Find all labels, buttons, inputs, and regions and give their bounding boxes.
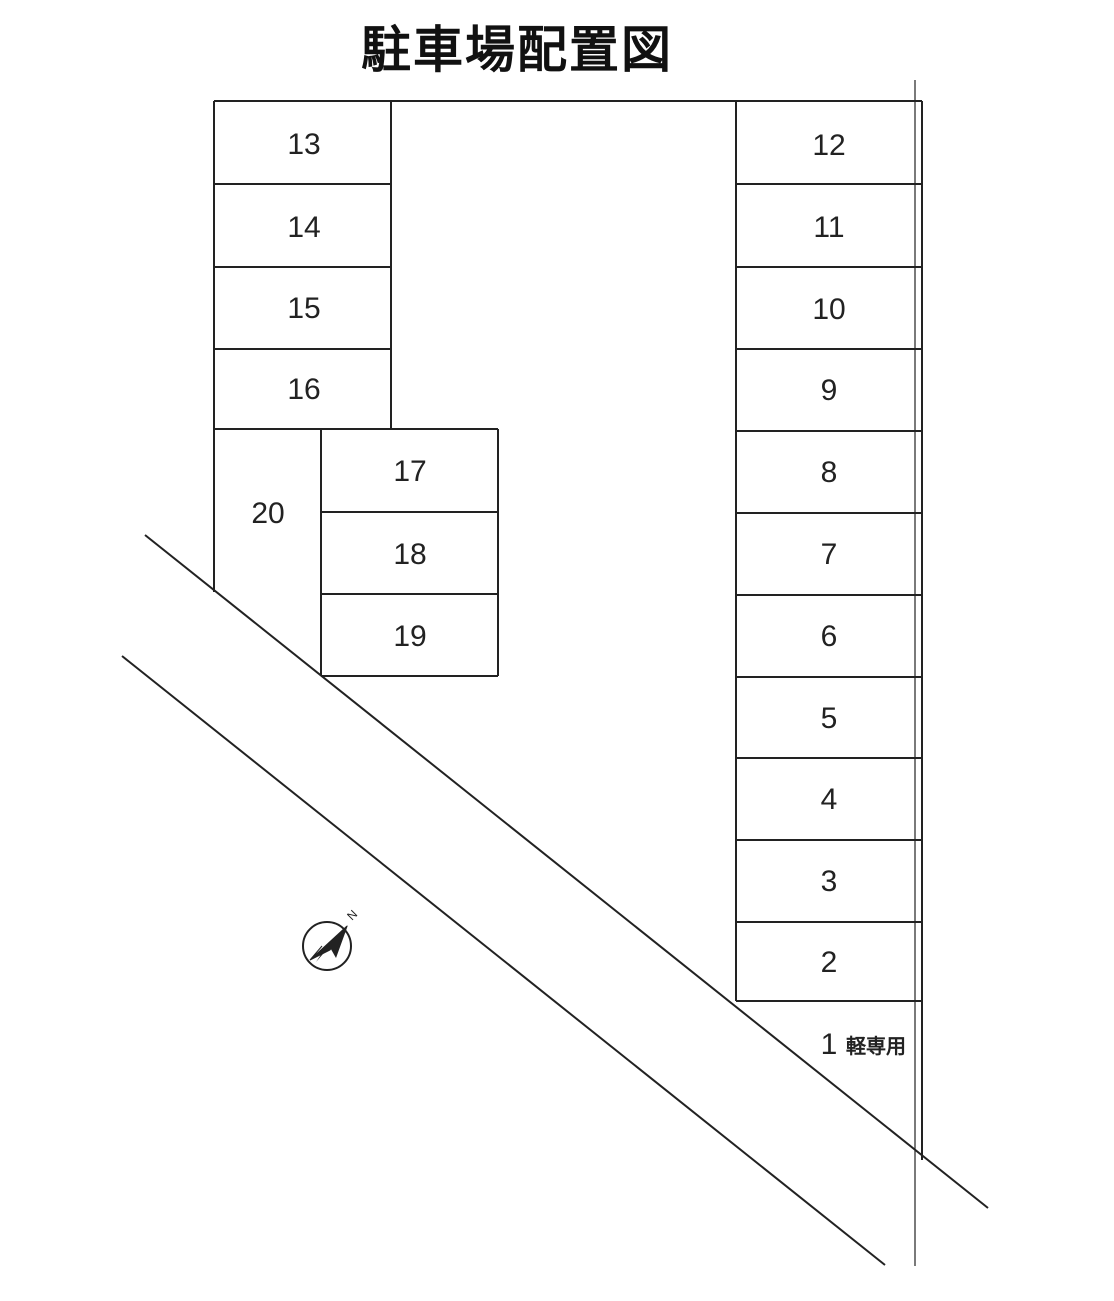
space-label-3: 3: [821, 865, 838, 898]
space-label-9: 9: [821, 374, 838, 407]
space-label-19: 19: [393, 620, 426, 653]
space-label-4: 4: [821, 783, 838, 816]
north-label: N: [344, 907, 360, 923]
space-labels: 13 14 15 16 20 17 18 19 12 11 10 9 8 7 6…: [251, 128, 906, 1061]
page-title: 駐車場配置図: [361, 21, 673, 79]
space-label-16: 16: [287, 373, 320, 406]
space-label-7: 7: [821, 538, 838, 571]
space-label-18: 18: [393, 538, 426, 571]
north-arrow-icon: N: [302, 907, 360, 971]
space-label-2: 2: [821, 946, 838, 979]
space-1-note: 軽専用: [846, 1034, 906, 1058]
space-label-6: 6: [821, 620, 838, 653]
space-label-17: 17: [393, 455, 426, 488]
road-edge-lower: [121, 655, 886, 1266]
space-label-14: 14: [287, 211, 320, 244]
road-edge-upper: [144, 534, 989, 1209]
space-label-13: 13: [287, 128, 320, 161]
space-label-5: 5: [821, 702, 838, 735]
space-label-10: 10: [812, 293, 845, 326]
space-label-12: 12: [812, 129, 845, 162]
space-label-1: 1: [821, 1028, 838, 1061]
space-label-11: 11: [813, 211, 844, 244]
space-label-15: 15: [287, 292, 320, 325]
space-label-8: 8: [821, 456, 838, 489]
space-label-20: 20: [251, 497, 284, 530]
